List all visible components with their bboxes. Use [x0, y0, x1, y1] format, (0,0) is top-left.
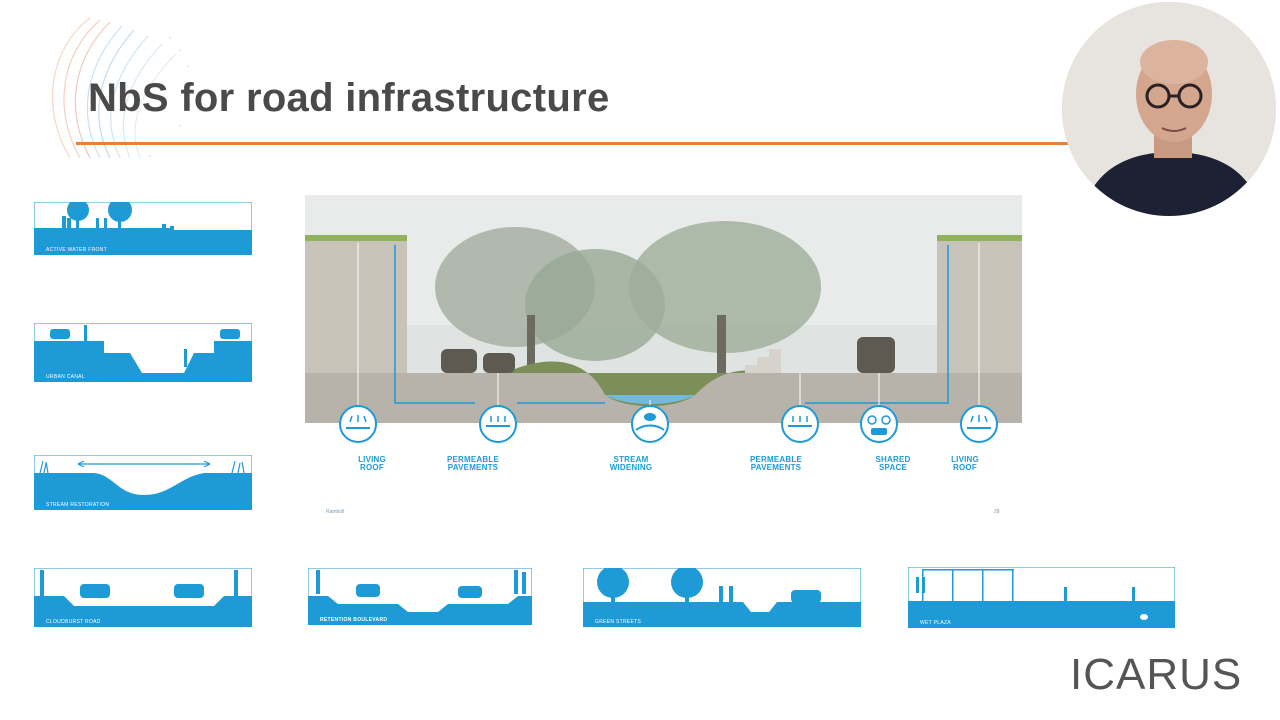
permeable-pavement-icon	[479, 405, 517, 443]
callout-line: LIVING	[358, 455, 386, 464]
callout-living-roof-right: LIVING ROOF	[923, 456, 1007, 472]
callout-stream-widening: STREAM WIDENING	[589, 456, 673, 472]
callout-living-roof-left: LIVING ROOF	[330, 456, 414, 472]
callout-line: SHARED	[875, 455, 911, 464]
thumbnail-label: STREAM RESTORATION	[46, 502, 110, 508]
diagram-source-credit: Ramboll	[326, 509, 345, 515]
callout-permeable-pavements-right: PERMEABLE PAVEMENTS	[734, 456, 818, 472]
thumbnail-urban-canal: URBAN CANAL	[33, 322, 253, 383]
callout-line: ROOF	[360, 463, 384, 472]
shared-space-icon	[860, 405, 898, 443]
active-water-front-illustration	[33, 198, 253, 256]
thumbnail-label: ACTIVE WATER FRONT	[46, 247, 107, 253]
callout-line: WIDENING	[609, 463, 653, 472]
icarus-logo: ICARUS	[1070, 650, 1243, 699]
thumbnail-active-water-front: ACTIVE WATER FRONT	[33, 198, 253, 256]
callout-line: LIVING	[951, 455, 979, 464]
callout-line: SPACE	[879, 463, 907, 472]
callout-line: PAVEMENTS	[750, 463, 802, 472]
main-street-cross-section	[305, 195, 1022, 423]
thumbnail-retention-boulevard: RETENTION BOULEVARD	[307, 567, 533, 626]
title-underline-rule	[76, 142, 1072, 145]
thumbnail-cloudburst-road: CLOUDBURST ROAD	[33, 567, 253, 628]
slide-title: NbS for road infrastructure	[88, 76, 610, 120]
permeable-pavement-icon	[781, 405, 819, 443]
thumbnail-label: GREEN STREETS	[595, 619, 642, 625]
callout-line: ROOF	[953, 463, 977, 472]
callout-shared-space: SHARED SPACE	[851, 456, 935, 472]
urban-canal-illustration	[33, 322, 253, 383]
thumbnail-stream-restoration: STREAM RESTORATION	[33, 454, 253, 511]
living-roof-icon	[339, 405, 377, 443]
callout-line: PAVEMENTS	[447, 463, 499, 472]
cross-section-illustration	[305, 195, 1022, 423]
callout-line: PERMEABLE	[749, 455, 803, 464]
thumbnail-label: WET PLAZA	[920, 620, 951, 626]
diagram-page-number: 28	[994, 509, 1000, 515]
cloudburst-road-illustration	[33, 567, 253, 628]
thumbnail-label: CLOUDBURST ROAD	[46, 619, 101, 625]
callout-permeable-pavements-left: PERMEABLE PAVEMENTS	[431, 456, 515, 472]
stream-widening-icon	[631, 405, 669, 443]
callout-line: STREAM	[613, 455, 649, 464]
retention-boulevard-illustration	[307, 567, 533, 626]
presenter-webcam-video	[1062, 2, 1276, 216]
thumbnail-green-streets: GREEN STREETS	[582, 566, 862, 628]
thumbnail-label: RETENTION BOULEVARD	[320, 617, 388, 623]
presenter-avatar-graphic	[1062, 2, 1276, 216]
thumbnail-wet-plaza: WET PLAZA	[907, 566, 1176, 629]
wet-plaza-illustration	[907, 566, 1176, 629]
green-streets-illustration	[582, 566, 862, 628]
callout-line: PERMEABLE	[446, 455, 500, 464]
stream-restoration-illustration	[33, 454, 253, 511]
thumbnail-label: URBAN CANAL	[46, 374, 85, 380]
living-roof-icon	[960, 405, 998, 443]
